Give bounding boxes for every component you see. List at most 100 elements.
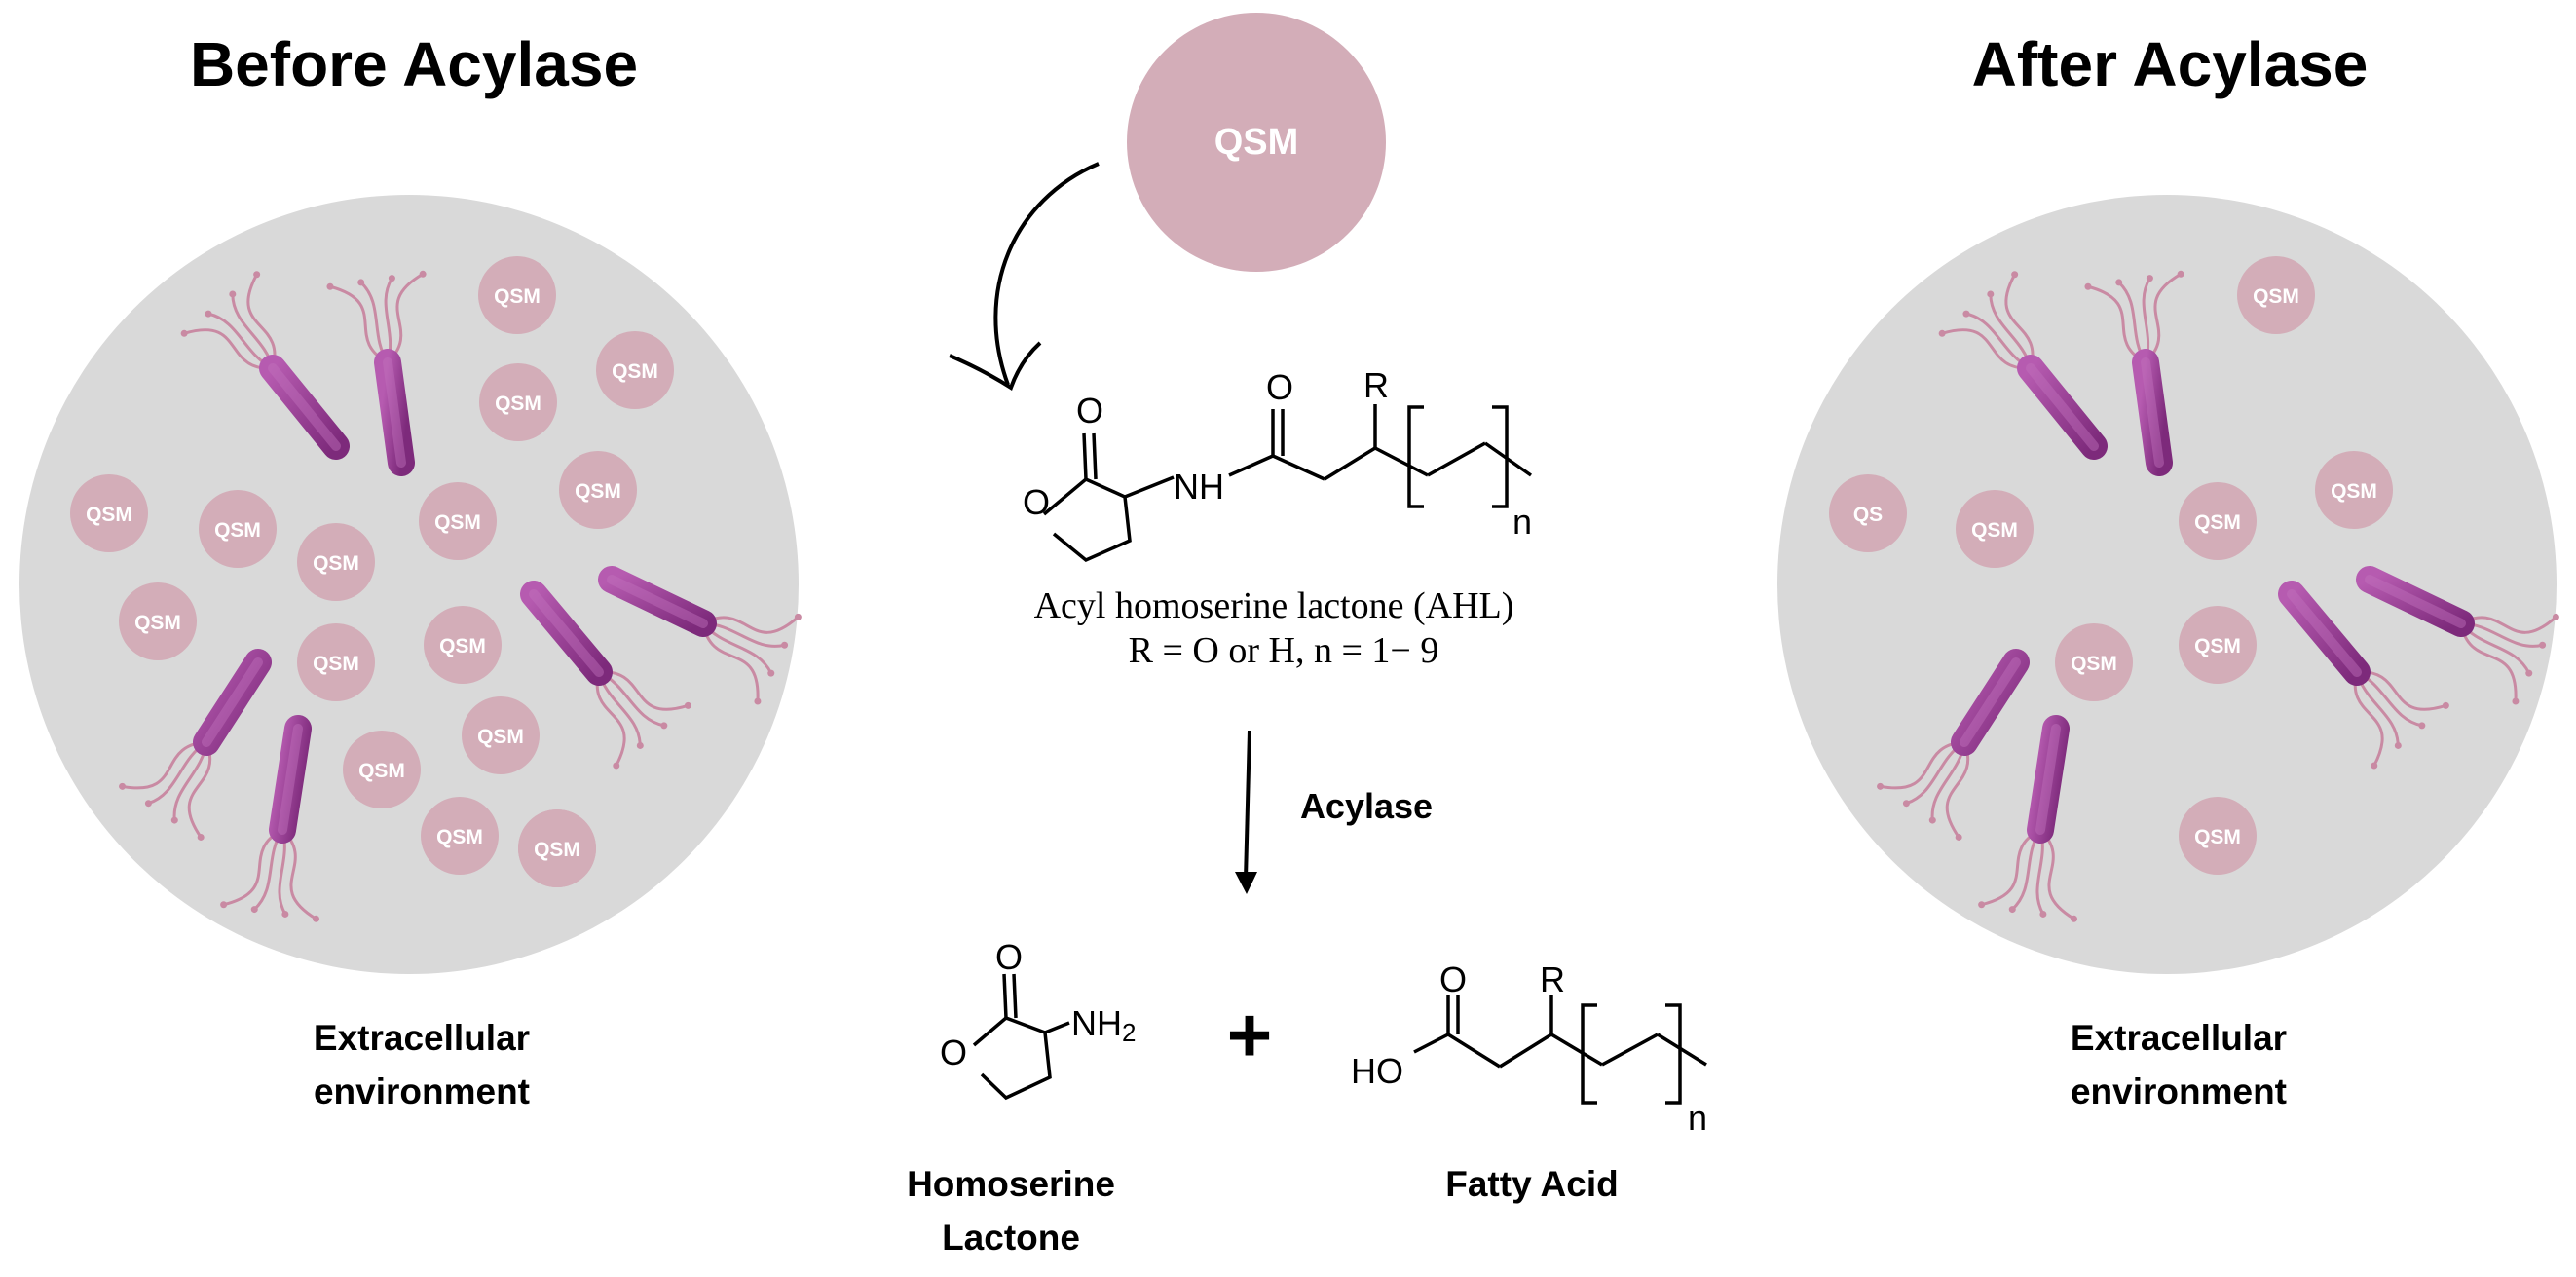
homoserine-lactone-label-line2: Lactone xyxy=(942,1218,1080,1258)
bacterium-highlight xyxy=(1960,657,2021,747)
ahl-atom-ring-o: O xyxy=(1023,482,1050,522)
bacterium-body xyxy=(598,566,717,637)
fatty-acid-atoms: O HO R n xyxy=(1351,959,1707,1138)
bacterium-body xyxy=(1951,649,2030,756)
qsm-molecule-label: QS xyxy=(1853,504,1883,526)
qsm-molecule-label: QSM xyxy=(612,360,658,383)
qsm-molecule-circle xyxy=(297,523,375,601)
bacterium-body xyxy=(259,355,350,460)
qsm-molecule-label: QSM xyxy=(313,653,359,675)
ahl-atom-carbonyl-o: O xyxy=(1076,391,1103,431)
bacterium-highlight xyxy=(2365,575,2466,628)
qsm-molecule-circle xyxy=(1829,474,1907,552)
homoserine-lactone-structure xyxy=(972,973,1070,1101)
bacterium-body xyxy=(520,581,613,686)
bacterium-body xyxy=(2017,355,2108,460)
qsm-molecule-label: QSM xyxy=(2194,826,2241,848)
qsm-molecule-circle xyxy=(2179,606,2257,684)
bacterium-highlight xyxy=(529,589,604,677)
ahl-caption-line1: Acyl homoserine lactone (AHL) xyxy=(1034,585,1514,626)
qsm-molecule-circle xyxy=(2237,256,2315,334)
qsm-molecule-circle xyxy=(479,363,557,441)
qsm-molecule: QSM xyxy=(343,731,421,808)
nh2-subscript: 2 xyxy=(1122,1018,1136,1047)
bacterium-highlight xyxy=(2026,363,2099,451)
qsm-molecule: QSM xyxy=(1956,490,2034,568)
qsm-molecule: QSM xyxy=(2315,451,2393,529)
homoserine-lactone-label-line1: Homoserine xyxy=(907,1164,1115,1204)
left-caption-line2: environment xyxy=(314,1071,530,1111)
bacterium-highlight xyxy=(2035,724,2061,835)
bacterium-body xyxy=(193,649,272,756)
qsm-molecule-label: QSM xyxy=(439,635,486,657)
ahl-atoms: O O NH O R n xyxy=(1023,365,1532,542)
bacterium xyxy=(2084,270,2184,476)
right-title: After Acylase xyxy=(1972,29,2369,99)
qsm-molecule: QSM xyxy=(2055,623,2133,701)
qsm-molecule: QSM xyxy=(421,797,499,875)
qsm-molecule-label: QSM xyxy=(2194,511,2241,534)
qsm-molecule-label: QSM xyxy=(358,760,405,782)
bacterium-body xyxy=(269,715,312,844)
qsm-molecule-label: QSM xyxy=(313,552,359,575)
right-caption-line2: environment xyxy=(2071,1071,2287,1111)
left-environment-circle xyxy=(19,195,799,974)
qsm-molecule-label: QSM xyxy=(214,519,261,542)
bacterium-body xyxy=(2027,715,2070,844)
bacterium xyxy=(2278,581,2449,770)
qsm-molecule-circle xyxy=(2179,482,2257,560)
qsm-molecule: QSM xyxy=(596,331,674,409)
qsm-molecule-circle xyxy=(596,331,674,409)
right-bacteria-group xyxy=(1877,270,2559,922)
qsm-molecule-label: QSM xyxy=(434,511,481,534)
plus-sign: + xyxy=(1227,992,1273,1078)
qsm-molecule-label: QSM xyxy=(2331,480,2377,503)
qsm-molecule-circle xyxy=(70,474,148,552)
bacterium-highlight xyxy=(607,575,708,628)
qsm-molecule: QSM xyxy=(199,490,277,568)
qsm-molecule: QSM xyxy=(297,523,375,601)
homoserine-atoms: O O NH2 xyxy=(940,937,1136,1072)
qsm-molecule-circle xyxy=(518,809,596,887)
qsm-molecule-label: QSM xyxy=(575,480,621,503)
qsm-molecule-label: QSM xyxy=(134,612,181,634)
qsm-molecule-label: QSM xyxy=(2071,653,2117,675)
bacterium xyxy=(520,581,691,770)
enzyme-label: Acylase xyxy=(1300,786,1433,826)
qsm-molecule: QSM xyxy=(297,623,375,701)
homoserine-atom-nh2: NH2 xyxy=(1071,1003,1136,1047)
fatty-acid-structure xyxy=(1413,995,1707,1105)
ahl-atom-n: n xyxy=(1512,502,1532,542)
qsm-large-circle xyxy=(1127,13,1386,272)
left-environment: QSMQSMQSMQSMQSMQSMQSMQSMQSMQSMQSMQSMQSMQ… xyxy=(19,195,802,974)
nh2-base: NH xyxy=(1071,1003,1122,1043)
qsm-molecule-circle xyxy=(343,731,421,808)
fatty-acid-atom-o: O xyxy=(1439,959,1467,999)
ahl-atom-nh: NH xyxy=(1174,467,1224,507)
qsm-molecule: QSM xyxy=(70,474,148,552)
qsm-molecule: QSM xyxy=(559,451,637,529)
qsm-molecule-circle xyxy=(119,582,197,660)
ahl-caption-line2: R = O or H, n = 1− 9 xyxy=(1129,630,1439,671)
left-bacteria-group xyxy=(119,270,802,922)
qsm-molecule-label: QSM xyxy=(86,504,132,526)
qsm-molecule: QSM xyxy=(518,809,596,887)
qsm-molecule-circle xyxy=(419,482,497,560)
qsm-molecule: QSM xyxy=(2179,606,2257,684)
bacterium xyxy=(220,715,320,922)
fatty-acid-label: Fatty Acid xyxy=(1445,1164,1618,1204)
bacterium-highlight xyxy=(202,657,263,747)
right-environment: QSM QSM QS QSM QSM QSM QSM QSM xyxy=(1777,195,2559,974)
qsm-large-label: QSM xyxy=(1214,122,1299,163)
left-title: Before Acylase xyxy=(190,29,638,99)
bacterium-highlight xyxy=(383,357,406,468)
ahl-structure xyxy=(1042,404,1533,563)
qsm-molecule-label: QSM xyxy=(477,726,524,748)
qsm-molecule-circle xyxy=(462,696,540,774)
bacterium xyxy=(1938,271,2108,460)
qsm-molecule: QSM xyxy=(119,582,197,660)
right-environment-circle xyxy=(1777,195,2557,974)
bacterium xyxy=(180,271,350,460)
qsm-molecule: QSM xyxy=(2237,256,2315,334)
